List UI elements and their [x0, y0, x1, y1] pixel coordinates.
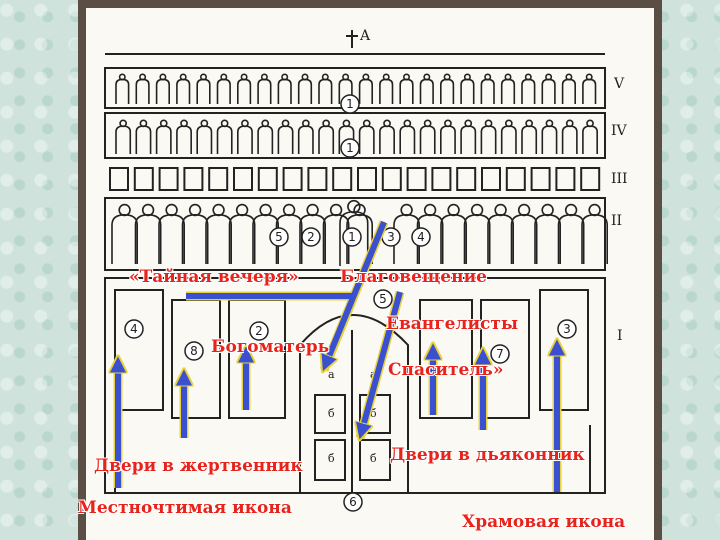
label-evangelists: Евангелисты: [386, 314, 518, 334]
tier-label-2: II: [611, 213, 622, 229]
badge-icon-8: 8: [190, 344, 198, 358]
badge-tier2: 4: [417, 230, 425, 244]
badge-tier2: 5: [275, 230, 283, 244]
icon-panel-left: [114, 289, 164, 411]
tier-2-band: [104, 197, 606, 271]
label-deacon-door: Двери в дьяконник: [390, 445, 585, 465]
badge-icon-7: 7: [496, 347, 504, 361]
badge-icon-2: 2: [255, 324, 263, 338]
tier-label-3: III: [611, 171, 628, 187]
label-savior: Спаситель»: [388, 360, 504, 380]
tier-label-4: IV: [611, 123, 628, 139]
badge-row5: 5: [379, 292, 387, 306]
door-letter: а: [328, 368, 335, 381]
badge-tier2: 3: [387, 230, 395, 244]
arrow: [361, 291, 403, 434]
door-letter: б: [370, 452, 377, 465]
label-local-icon: Местночтимая икона: [78, 498, 292, 518]
label-annunciation: Благовещение: [340, 267, 487, 287]
badge-tier2: 2: [307, 230, 315, 244]
door-letter: б: [370, 407, 377, 420]
badge-bottom-6: 6: [349, 495, 357, 509]
label-temple-icon: Храмовая икона: [462, 512, 626, 532]
arrow: [325, 220, 387, 366]
badge-tier5: 1: [346, 97, 354, 111]
tier-label-1: I: [617, 328, 623, 344]
badge-tier4: 1: [346, 141, 354, 155]
royal-doors: [299, 314, 409, 493]
door-letter: б: [328, 407, 335, 420]
label-last-supper: «Тайная вечеря»: [129, 267, 299, 287]
badge-icon-left: 4: [130, 322, 138, 336]
top-label: A: [359, 28, 371, 44]
saint-figures: [111, 73, 608, 266]
annotation-arrows: [118, 220, 557, 492]
label-theotokos: Богоматерь: [211, 337, 330, 357]
badge-tier2: 1: [348, 230, 356, 244]
door-letter: б: [328, 452, 335, 465]
label-altar-door: Двери в жертвенник: [94, 456, 303, 476]
badge-icon-3: 3: [563, 322, 571, 336]
tier-label-5: V: [613, 76, 625, 92]
tier-4-band: [104, 112, 606, 159]
tier-3-squares: [109, 167, 601, 191]
